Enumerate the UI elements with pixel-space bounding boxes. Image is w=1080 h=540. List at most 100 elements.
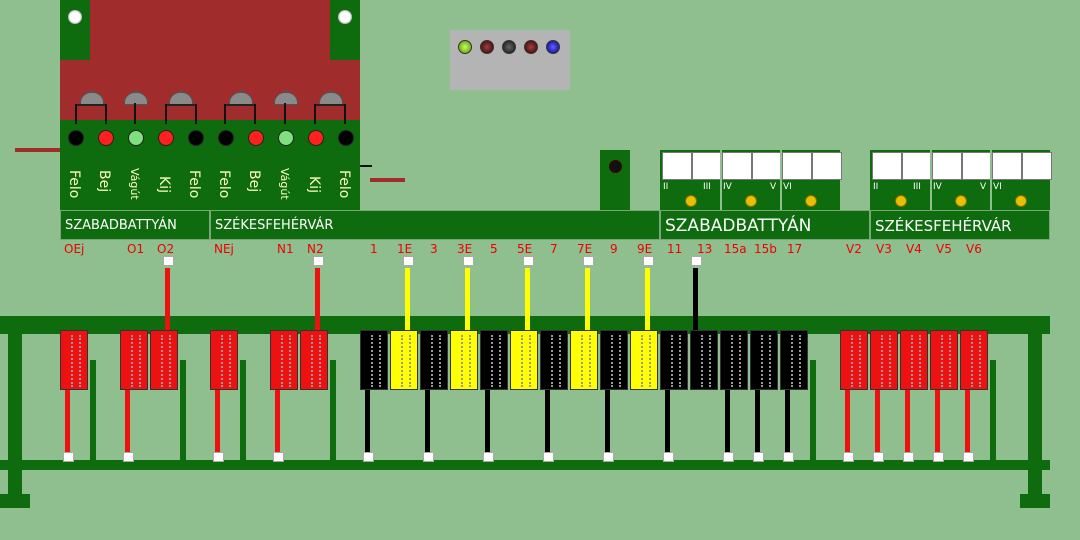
chain-icon bbox=[221, 335, 231, 387]
mount-hole-icon bbox=[68, 10, 82, 24]
lamp-label: Felo bbox=[66, 170, 82, 199]
wire bbox=[344, 104, 346, 124]
lever-block[interactable] bbox=[480, 330, 508, 390]
lever-block[interactable] bbox=[450, 330, 478, 390]
lever-rod-lower[interactable] bbox=[755, 390, 760, 452]
lever-block[interactable] bbox=[870, 330, 898, 390]
frame-brace bbox=[330, 360, 336, 460]
signal-label: 9 bbox=[610, 242, 618, 256]
lever-rod-lower[interactable] bbox=[545, 390, 550, 452]
lever-rod-lower[interactable] bbox=[725, 390, 730, 452]
signal-label: 3E bbox=[457, 242, 473, 256]
lever-rod-lower[interactable] bbox=[125, 390, 130, 452]
lever-handle[interactable] bbox=[523, 256, 534, 266]
route-button[interactable] bbox=[752, 152, 782, 180]
lever-block[interactable] bbox=[510, 330, 538, 390]
route-button[interactable] bbox=[722, 152, 752, 180]
lever-block[interactable] bbox=[630, 330, 658, 390]
station-label-szabadbattyan-right: SZABADBATTYÁN bbox=[660, 210, 870, 240]
lever-block[interactable] bbox=[420, 330, 448, 390]
lever-rod-lower[interactable] bbox=[605, 390, 610, 452]
lever-handle[interactable] bbox=[403, 256, 414, 266]
route-button[interactable] bbox=[962, 152, 992, 180]
lever-rod-lower[interactable] bbox=[425, 390, 430, 452]
lever-rod-upper[interactable] bbox=[693, 268, 698, 330]
lever-block[interactable] bbox=[930, 330, 958, 390]
lever-foot bbox=[843, 452, 854, 462]
lever-rod-upper[interactable] bbox=[465, 268, 470, 330]
lever-rod-lower[interactable] bbox=[905, 390, 910, 452]
lever-rod-lower[interactable] bbox=[65, 390, 70, 452]
lever-handle[interactable] bbox=[163, 256, 174, 266]
lever-rod-lower[interactable] bbox=[845, 390, 850, 452]
lever-rod-lower[interactable] bbox=[875, 390, 880, 452]
frame-foot-right bbox=[1020, 494, 1050, 508]
route-label: II bbox=[663, 182, 669, 192]
lever-rod-upper[interactable] bbox=[165, 268, 170, 330]
lever-block[interactable] bbox=[600, 330, 628, 390]
lever-handle[interactable] bbox=[643, 256, 654, 266]
lever-block[interactable] bbox=[570, 330, 598, 390]
lever-rod-lower[interactable] bbox=[215, 390, 220, 452]
lever-block[interactable] bbox=[60, 330, 88, 390]
route-button[interactable] bbox=[992, 152, 1022, 180]
lever-handle[interactable] bbox=[313, 256, 324, 266]
route-button[interactable] bbox=[782, 152, 812, 180]
route-button[interactable] bbox=[932, 152, 962, 180]
lever-rod-lower[interactable] bbox=[365, 390, 370, 452]
lamp-label: Felo bbox=[186, 170, 202, 199]
lever-block[interactable] bbox=[360, 330, 388, 390]
lamp-label: Felo bbox=[336, 170, 352, 199]
status-panel bbox=[450, 30, 570, 90]
lever-rod-lower[interactable] bbox=[485, 390, 490, 452]
route-button[interactable] bbox=[662, 152, 692, 180]
route-button[interactable] bbox=[692, 152, 722, 180]
lever-block[interactable] bbox=[540, 330, 568, 390]
lever-rod-upper[interactable] bbox=[315, 268, 320, 330]
lever-rod-upper[interactable] bbox=[645, 268, 650, 330]
route-button[interactable] bbox=[812, 152, 842, 180]
lever-block[interactable] bbox=[720, 330, 748, 390]
route-button[interactable] bbox=[872, 152, 902, 180]
route-label: V bbox=[770, 182, 777, 192]
lever-rod-upper[interactable] bbox=[585, 268, 590, 330]
lever-rod-lower[interactable] bbox=[965, 390, 970, 452]
signal-label: N1 bbox=[277, 242, 294, 256]
lever-block[interactable] bbox=[270, 330, 298, 390]
lever-handle[interactable] bbox=[463, 256, 474, 266]
lever-block[interactable] bbox=[900, 330, 928, 390]
status-led-black bbox=[502, 40, 516, 54]
route-button[interactable] bbox=[1022, 152, 1052, 180]
lever-block[interactable] bbox=[120, 330, 148, 390]
divider bbox=[720, 150, 722, 210]
lever-block[interactable] bbox=[750, 330, 778, 390]
lever-block[interactable] bbox=[210, 330, 238, 390]
chain-icon bbox=[761, 335, 771, 387]
signal-label: 15a bbox=[724, 242, 747, 256]
lever-block[interactable] bbox=[150, 330, 178, 390]
lamp-label: Bej bbox=[246, 170, 262, 193]
frame-brace bbox=[180, 360, 186, 460]
lever-rod-lower[interactable] bbox=[665, 390, 670, 452]
lever-rod-lower[interactable] bbox=[935, 390, 940, 452]
lever-rod-lower[interactable] bbox=[275, 390, 280, 452]
lever-block[interactable] bbox=[840, 330, 868, 390]
lever-block[interactable] bbox=[300, 330, 328, 390]
lever-block[interactable] bbox=[780, 330, 808, 390]
chain-icon bbox=[851, 335, 861, 387]
chain-icon bbox=[611, 335, 621, 387]
route-button[interactable] bbox=[902, 152, 932, 180]
signal-post bbox=[600, 150, 630, 210]
lever-handle[interactable] bbox=[583, 256, 594, 266]
lever-block[interactable] bbox=[960, 330, 988, 390]
lever-rod-upper[interactable] bbox=[525, 268, 530, 330]
lever-rod-lower[interactable] bbox=[785, 390, 790, 452]
lever-block[interactable] bbox=[390, 330, 418, 390]
lever-rod-upper[interactable] bbox=[405, 268, 410, 330]
lever-block[interactable] bbox=[690, 330, 718, 390]
lever-foot bbox=[663, 452, 674, 462]
lever-handle[interactable] bbox=[691, 256, 702, 266]
signal-label: OEj bbox=[64, 242, 85, 256]
route-lamp-icon bbox=[745, 195, 757, 207]
lever-block[interactable] bbox=[660, 330, 688, 390]
